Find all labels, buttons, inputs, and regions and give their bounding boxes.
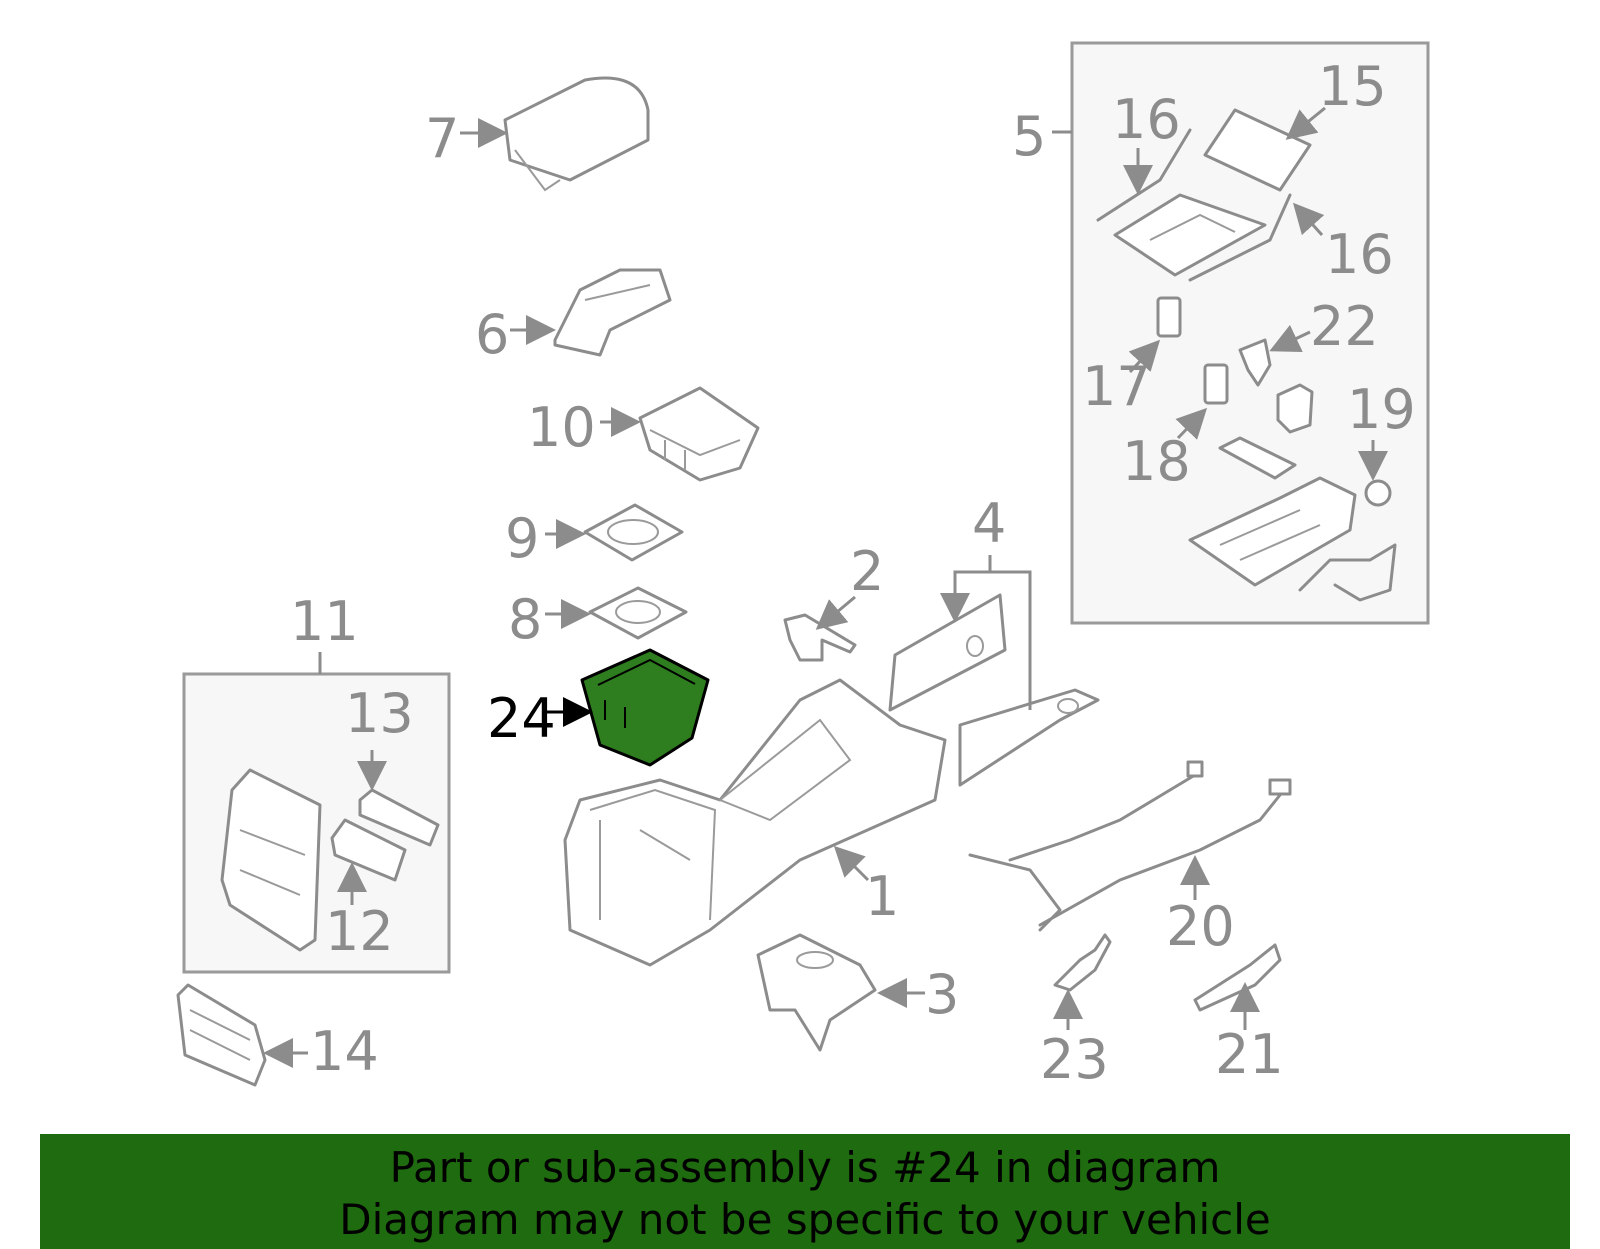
callout-1: 1	[865, 865, 899, 928]
callout-22: 21	[1215, 1023, 1284, 1086]
part-2-bracket[interactable]	[783, 613, 857, 662]
arrow-20	[1269, 324, 1311, 352]
callout-19: 19	[1347, 378, 1416, 441]
arrow-16b	[1292, 202, 1325, 237]
part-19-cap[interactable]	[1364, 479, 1392, 507]
callout-13: 13	[345, 682, 414, 745]
banner-line-1: Part or sub-assembly is #24 in diagram	[389, 1143, 1221, 1192]
callout-7: 7	[425, 107, 459, 170]
part-21-wire-harness[interactable]	[968, 760, 1292, 932]
callout-6: 6	[475, 303, 509, 366]
part-5-base[interactable]	[1188, 476, 1397, 602]
callout-4: 4	[972, 492, 1006, 555]
callout-9: 9	[505, 507, 539, 570]
callout-20: 22	[1310, 295, 1379, 358]
arrow-1	[833, 845, 870, 882]
part-23-bracket[interactable]	[1053, 933, 1112, 992]
parts-diagram: 7 6 10 9 8 24 2 4 1 3 11 13 12 14 5 16 1…	[176, 41, 1430, 1091]
callout-18: 18	[1122, 430, 1191, 493]
callout-2: 2	[850, 540, 884, 603]
arrow-2	[815, 595, 856, 630]
part-10-storage-box[interactable]	[638, 386, 760, 482]
arrow-17	[1128, 339, 1161, 374]
part-24-cup-holder[interactable]	[580, 648, 710, 767]
arrow-15	[1285, 106, 1326, 140]
callout-16a: 16	[1112, 88, 1181, 151]
part-14-vent[interactable]	[176, 983, 267, 1087]
part-18-switch[interactable]	[1203, 363, 1229, 405]
callout-16b: 16	[1325, 223, 1394, 286]
callout-10: 10	[527, 396, 596, 459]
part-15-lid[interactable]	[1203, 108, 1312, 192]
banner-line-2: Diagram may not be specific to your vehi…	[339, 1195, 1271, 1244]
leader-4	[953, 570, 1032, 710]
part-16-strip-left[interactable]	[1096, 128, 1192, 222]
part-22-bracket[interactable]	[1193, 943, 1282, 1012]
callout-3: 3	[925, 963, 959, 1026]
part-17-switch[interactable]	[1156, 296, 1182, 338]
part-7-armrest-lid[interactable]	[503, 76, 650, 192]
part-3-bracket[interactable]	[756, 933, 877, 1052]
callout-12: 12	[325, 900, 394, 963]
part-5-plate[interactable]	[1218, 436, 1297, 480]
callout-21: 20	[1166, 895, 1235, 958]
part-20-knob[interactable]	[1238, 338, 1272, 387]
part-5-socket[interactable]	[1276, 383, 1314, 434]
part-11-bezel[interactable]	[220, 768, 322, 952]
part-16-strip-right[interactable]	[1188, 193, 1292, 282]
part-13-switch[interactable]	[358, 788, 440, 847]
part-8-mat[interactable]	[588, 586, 688, 640]
part-1-console[interactable]	[563, 678, 947, 967]
callout-5: 5	[1012, 105, 1046, 168]
callout-11: 11	[290, 590, 359, 653]
part-9-mat[interactable]	[583, 503, 684, 562]
info-banner: Part or sub-assembly is #24 in diagram D…	[40, 1134, 1570, 1249]
callout-14: 14	[310, 1020, 379, 1083]
arrow-18	[1175, 407, 1208, 440]
callout-24: 24	[487, 687, 556, 750]
part-5-tray[interactable]	[1113, 193, 1267, 277]
part-6-trim[interactable]	[553, 268, 672, 357]
callout-23: 23	[1040, 1028, 1109, 1091]
part-12-control[interactable]	[330, 818, 407, 882]
callout-15: 15	[1318, 55, 1387, 118]
callout-17: 17	[1082, 355, 1151, 418]
callout-8: 8	[508, 588, 542, 651]
